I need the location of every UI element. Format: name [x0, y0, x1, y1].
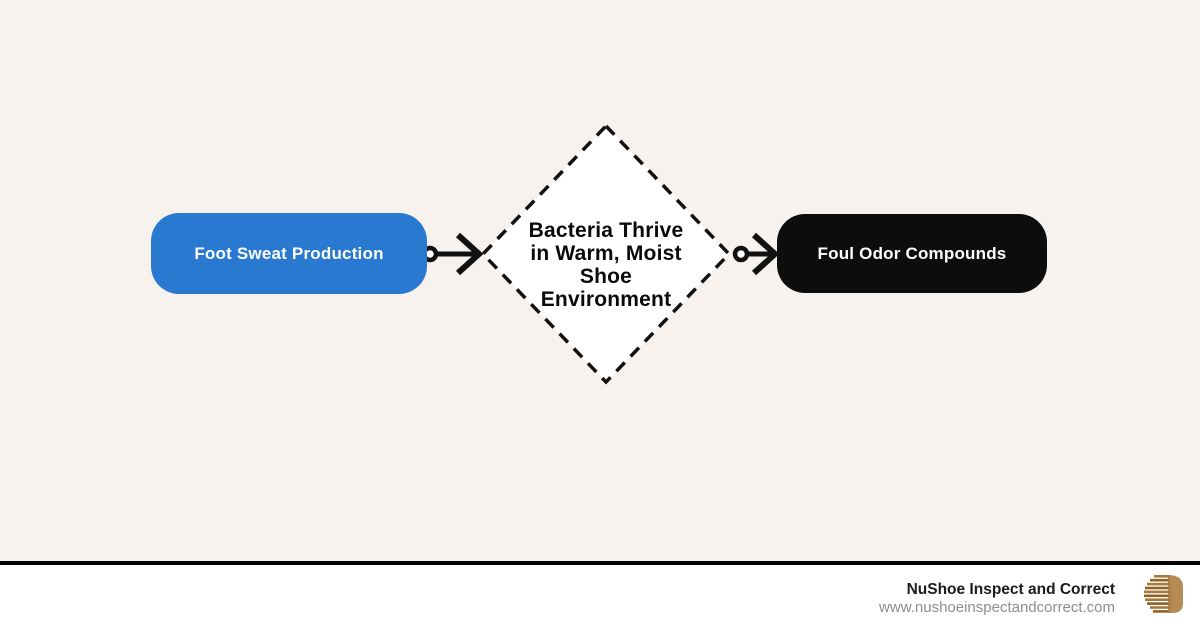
arrowhead-icon: [751, 232, 780, 276]
node-label: Foul Odor Compounds: [817, 243, 1007, 263]
shoe-sole-icon: [1142, 570, 1188, 617]
node-foul-odor-compounds: Foul Odor Compounds: [777, 214, 1047, 293]
footer-text-block: NuShoe Inspect and Correct www.nushoeins…: [879, 580, 1115, 617]
node-bacteria-thrive-label: Bacteria Thrive in Warm, Moist Shoe Envi…: [528, 219, 684, 311]
arrowhead-icon: [455, 232, 484, 276]
footer-divider: [0, 561, 1200, 565]
edge-bacteria-to-odor: [732, 232, 780, 276]
edge-start-circle-icon: [732, 245, 750, 263]
footer-brand-name: NuShoe Inspect and Correct: [906, 581, 1115, 598]
node-foot-sweat-production: Foot Sweat Production: [151, 213, 427, 294]
edge-sweat-to-bacteria: [421, 232, 484, 276]
footer: NuShoe Inspect and Correct www.nushoeins…: [0, 565, 1200, 630]
footer-website-url: www.nushoeinspectandcorrect.com: [879, 599, 1115, 616]
shoe-sole-logo-icon: [1142, 570, 1188, 617]
node-label: Foot Sweat Production: [194, 243, 384, 263]
